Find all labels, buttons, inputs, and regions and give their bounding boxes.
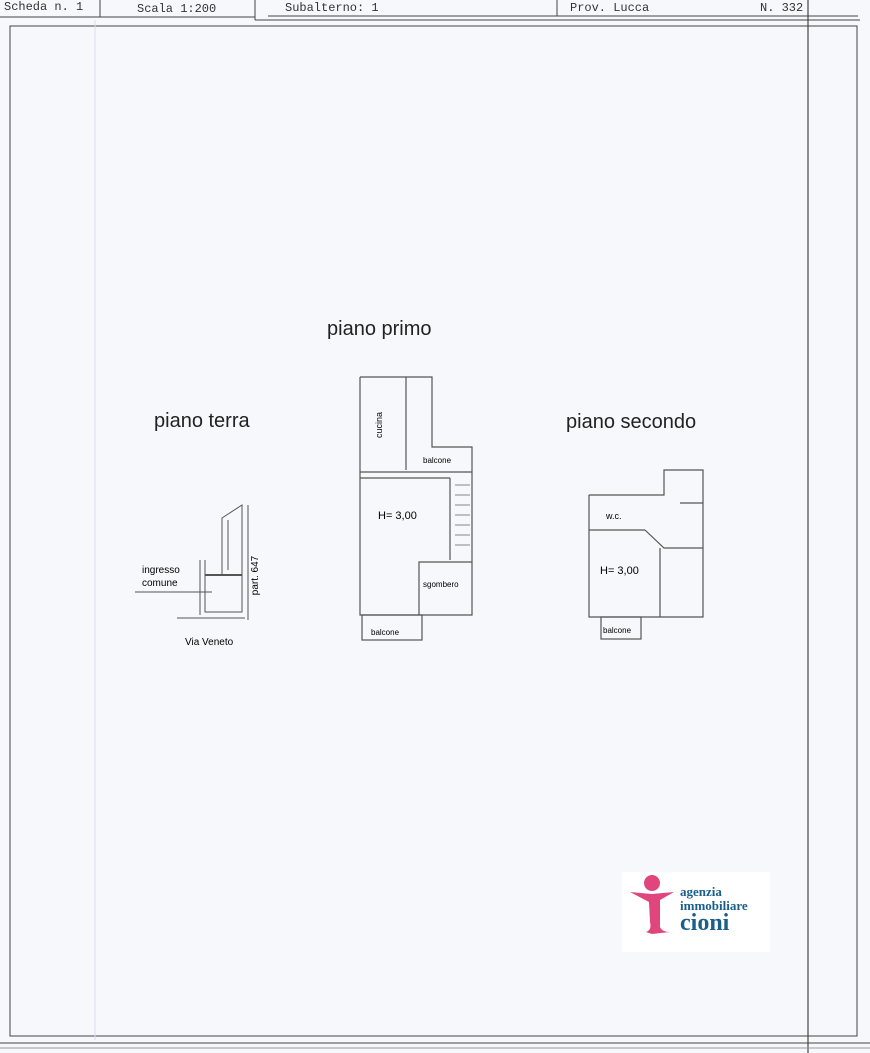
scale: Scala 1:200 [137,2,217,16]
plan-piano-terra [135,504,249,620]
label-ingresso: ingresso [142,565,180,576]
label-cucina: cucina [374,411,385,439]
scheda-number: Scheda n. 1 [4,0,84,14]
label-height-secondo: H= 3,00 [600,565,639,577]
label-sgombero: sgombero [423,580,459,589]
title-piano-secondo: piano secondo [566,411,697,433]
logo-line-1: agenzia [680,884,722,899]
label-particella: part. 647 [250,555,262,596]
logo-line-2: immobiliare [680,898,748,913]
label-balcone-secondo: balcone [603,626,632,635]
label-balcone-top: balcone [423,456,452,465]
label-balcone-bottom: balcone [371,628,400,637]
label-height-primo: H= 3,00 [378,510,417,522]
subalterno: Subalterno: 1 [285,1,379,15]
logo-line-3: cioni [680,910,730,936]
sheet-number: N. 332 [760,1,804,15]
plan-piano-secondo [588,469,704,640]
logo-mark-icon [630,875,674,934]
title-piano-terra: piano terra [154,410,250,432]
title-piano-primo: piano primo [327,318,432,340]
label-wc: w.c. [606,511,622,521]
agency-logo: agenzia immobiliare cioni [622,872,770,952]
label-street: Via Veneto [185,637,234,648]
province: Prov. Lucca [570,1,650,15]
label-comune: comune [142,578,178,589]
plan-piano-primo [359,376,473,641]
